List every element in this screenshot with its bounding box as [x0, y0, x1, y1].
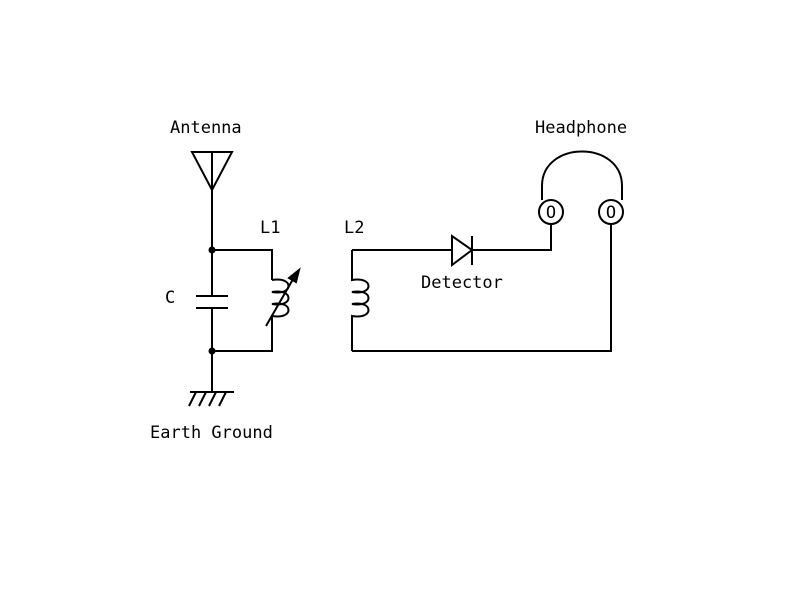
l1-label: L1 — [260, 218, 280, 238]
l2-inductor — [351, 250, 370, 351]
earpiece-right-mark: O — [606, 203, 616, 223]
headphone-label: Headphone — [535, 118, 627, 138]
wire-bottom-to-l1 — [212, 316, 273, 352]
antenna-symbol — [190, 151, 234, 193]
wire-detector-to-earpiece — [472, 225, 552, 251]
ground-hatch — [188, 391, 197, 407]
detector-diode — [451, 234, 474, 267]
detector-label: Detector — [421, 273, 503, 293]
earpiece-right — [598, 199, 624, 225]
l1-adjust-arrow — [265, 273, 297, 327]
ground-label: Earth Ground — [150, 423, 273, 443]
l2-coil — [351, 250, 370, 351]
l1-variable-inductor — [265, 267, 301, 327]
diode-triangle — [451, 234, 474, 267]
headphone-band — [541, 150, 623, 200]
ground-hatch — [218, 391, 227, 407]
ground-hatch — [208, 391, 217, 407]
earpiece-left — [538, 199, 564, 225]
ground-hatch — [198, 391, 207, 407]
antenna-label: Antenna — [170, 118, 242, 138]
wire-top-to-l1 — [212, 249, 273, 280]
capacitor-symbol — [196, 295, 228, 309]
headphone-symbol: O O — [538, 150, 624, 225]
earpiece-left-mark: O — [546, 203, 556, 223]
l1-arrow-head — [287, 267, 301, 284]
wire-return — [352, 225, 612, 352]
l2-label: L2 — [344, 218, 364, 238]
ground-symbol — [188, 391, 234, 407]
capacitor-label: C — [165, 288, 175, 308]
